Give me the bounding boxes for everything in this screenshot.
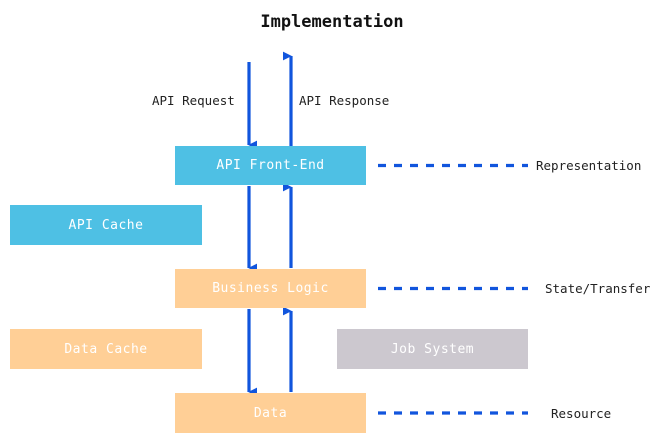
node-label: Job System [390, 341, 475, 357]
node-api-cache[interactable]: API Cache [10, 205, 202, 245]
node-api-front-end[interactable]: API Front-End [175, 146, 366, 185]
node-job-system[interactable]: Job System [337, 329, 528, 369]
side-label-state-transfer: State/Transfer [545, 281, 651, 296]
flow-label-api-response: API Response [299, 93, 390, 108]
node-business-logic[interactable]: Business Logic [175, 269, 366, 308]
node-label: Data [253, 405, 288, 421]
node-label: Data Cache [64, 341, 148, 357]
node-label: API Front-End [216, 158, 325, 173]
side-label-resource: Resource [551, 406, 612, 421]
node-data-cache[interactable]: Data Cache [10, 329, 202, 369]
side-label-representation: Representation [536, 158, 642, 173]
node-label: Business Logic [212, 281, 329, 296]
node-data[interactable]: Data [175, 393, 366, 433]
flow-label-api-request: API Request [152, 93, 235, 108]
node-label: API Cache [68, 217, 144, 233]
page-title: Implementation [260, 12, 404, 32]
